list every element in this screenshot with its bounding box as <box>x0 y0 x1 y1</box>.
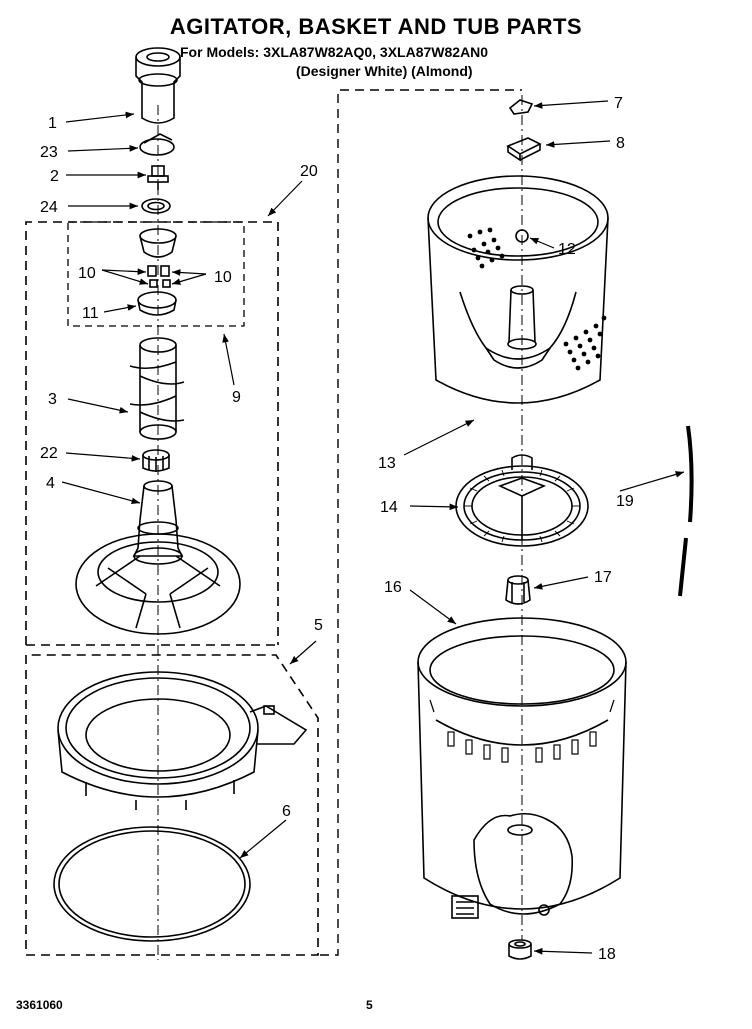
cam-part-23 <box>139 133 175 156</box>
hub-serrations <box>464 469 580 543</box>
callout-14: 14 <box>380 499 398 516</box>
callout-16: 16 <box>384 579 402 596</box>
basket-drive-part-5 <box>57 671 308 810</box>
callout-11: 11 <box>82 305 99 322</box>
assembly-box-9 <box>67 221 245 327</box>
washer-part-24 <box>141 198 171 214</box>
bearing-part-17 <box>505 575 531 605</box>
callout-7: 7 <box>614 95 623 112</box>
callout-18: 18 <box>598 946 616 963</box>
callout-19: 19 <box>616 493 634 510</box>
document-number: 3361060 <box>16 998 63 1012</box>
dog-cam-assembly-part-9 <box>137 228 177 316</box>
snubber-ring-part-6 <box>53 826 251 942</box>
agitator-cap-part-1 <box>135 47 181 124</box>
callout-12: 12 <box>558 241 576 258</box>
seal-part-22 <box>142 449 170 472</box>
callout-3: 3 <box>48 391 57 408</box>
tub-inner-vanes <box>429 699 615 763</box>
callout-4: 4 <box>46 475 55 492</box>
page-number: 5 <box>366 998 373 1012</box>
callout-13: 13 <box>378 455 396 472</box>
callout-8: 8 <box>616 135 625 152</box>
leader-lines <box>61 100 685 955</box>
callout-2: 2 <box>50 168 59 185</box>
nut-part-8 <box>506 137 542 162</box>
clip-part-7 <box>508 99 534 115</box>
page-title: AGITATOR, BASKET AND TUB PARTS <box>169 14 583 39</box>
callout-10-left: 10 <box>78 265 96 282</box>
outer-tub-part-16 <box>417 617 627 919</box>
callout-17: 17 <box>594 569 612 586</box>
drive-hub-part-14 <box>455 454 589 547</box>
hose-part-19 <box>678 425 694 597</box>
callout-6: 6 <box>282 803 291 820</box>
bolt-part-2 <box>147 165 169 190</box>
callout-24: 24 <box>40 199 58 216</box>
callout-22: 22 <box>40 445 58 462</box>
tub-nut-part-18 <box>508 939 532 960</box>
auger-part-3 <box>129 337 185 440</box>
basket-perforations <box>467 227 607 371</box>
models-line: For Models: 3XLA87W82AQ0, 3XLA87W82AN0 <box>180 44 489 60</box>
assembly-box-5 <box>25 654 319 956</box>
agitator-base-part-4 <box>75 480 241 635</box>
callout-5: 5 <box>314 617 323 634</box>
color-variants-line: (Designer White) (Almond) <box>296 63 473 79</box>
axis-link-dashed <box>320 89 522 956</box>
spin-basket-part-13 <box>427 175 609 404</box>
callout-1: 1 <box>48 115 57 132</box>
callout-10-right: 10 <box>214 269 232 286</box>
callout-20: 20 <box>300 163 318 180</box>
callout-labels: 1 23 2 24 10 10 11 3 22 4 9 20 5 6 7 8 1… <box>40 95 634 963</box>
callout-23: 23 <box>40 144 58 161</box>
callout-9: 9 <box>232 389 241 406</box>
